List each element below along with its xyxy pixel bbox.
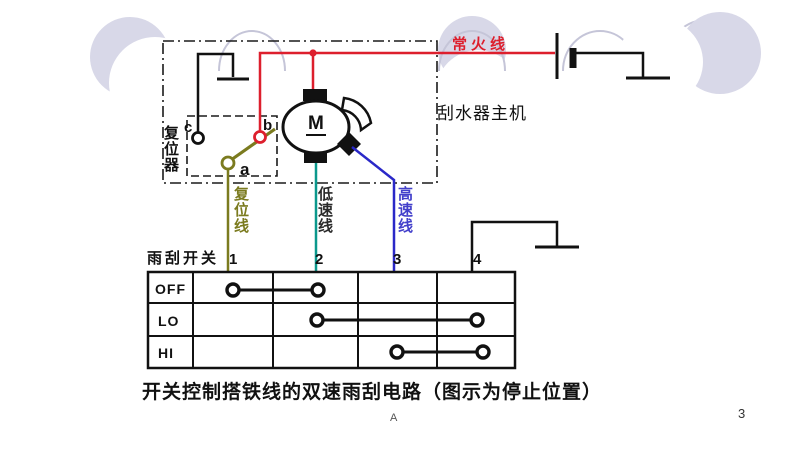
battery-symbol [555,33,577,79]
switch-row-hi: HI [158,345,174,361]
reset-wire-label: 复位线 [232,186,249,234]
terminal-c-label: c [184,119,193,136]
battery-ground-symbol [576,51,670,80]
terminal-c-contact [191,131,205,145]
motor-label: M [306,113,326,136]
switch-row-lo: LO [158,313,180,329]
internal-ground-symbol [196,52,249,133]
reset-device-label: 复位器 [162,125,179,173]
hot-wire [258,51,555,132]
switch-terminal-3: 3 [393,251,402,268]
reset-device-box [186,115,278,177]
terminal-a-contact [220,155,236,171]
decor-arc-1 [218,30,286,72]
wiper-sweep-arc-icon [340,96,373,133]
watermark-mark: A [390,412,398,424]
motor-bottom-brush [304,152,327,163]
switch-terminal-1: 1 [229,251,238,268]
slide-caption: 开关控制搭铁线的双速雨刮电路（图示为停止位置） [142,382,603,403]
switch-connector-hi [389,344,491,360]
terminal-b-label: b [263,117,273,134]
main-unit-label: 刮水器主机 [437,104,527,123]
reset-switch-arm [230,127,276,162]
motor-symbol [281,89,373,163]
high-speed-wire-label: 高速线 [396,186,413,234]
switch-ground-symbol [470,220,579,272]
switch-table-grid [146,270,517,370]
low-speed-wire-label: 低速线 [316,186,333,234]
terminal-a-label: a [240,160,250,179]
page-number: 3 [738,406,746,421]
wiper-switch-label: 雨刮开关 [147,250,220,267]
main-unit-box [162,40,438,184]
switch-terminal-2: 2 [315,251,324,268]
switch-connector-lo [309,312,485,328]
switch-terminal-4: 4 [473,251,482,268]
high-speed-wire [351,146,396,272]
terminal-b-contact [253,130,267,144]
switch-connector-off [225,282,326,298]
motor-top-brush [303,89,327,101]
hot-wire-label: 常火线 [452,36,510,53]
switch-row-off: OFF [155,281,186,297]
hot-wire-junction-dot [309,49,317,57]
